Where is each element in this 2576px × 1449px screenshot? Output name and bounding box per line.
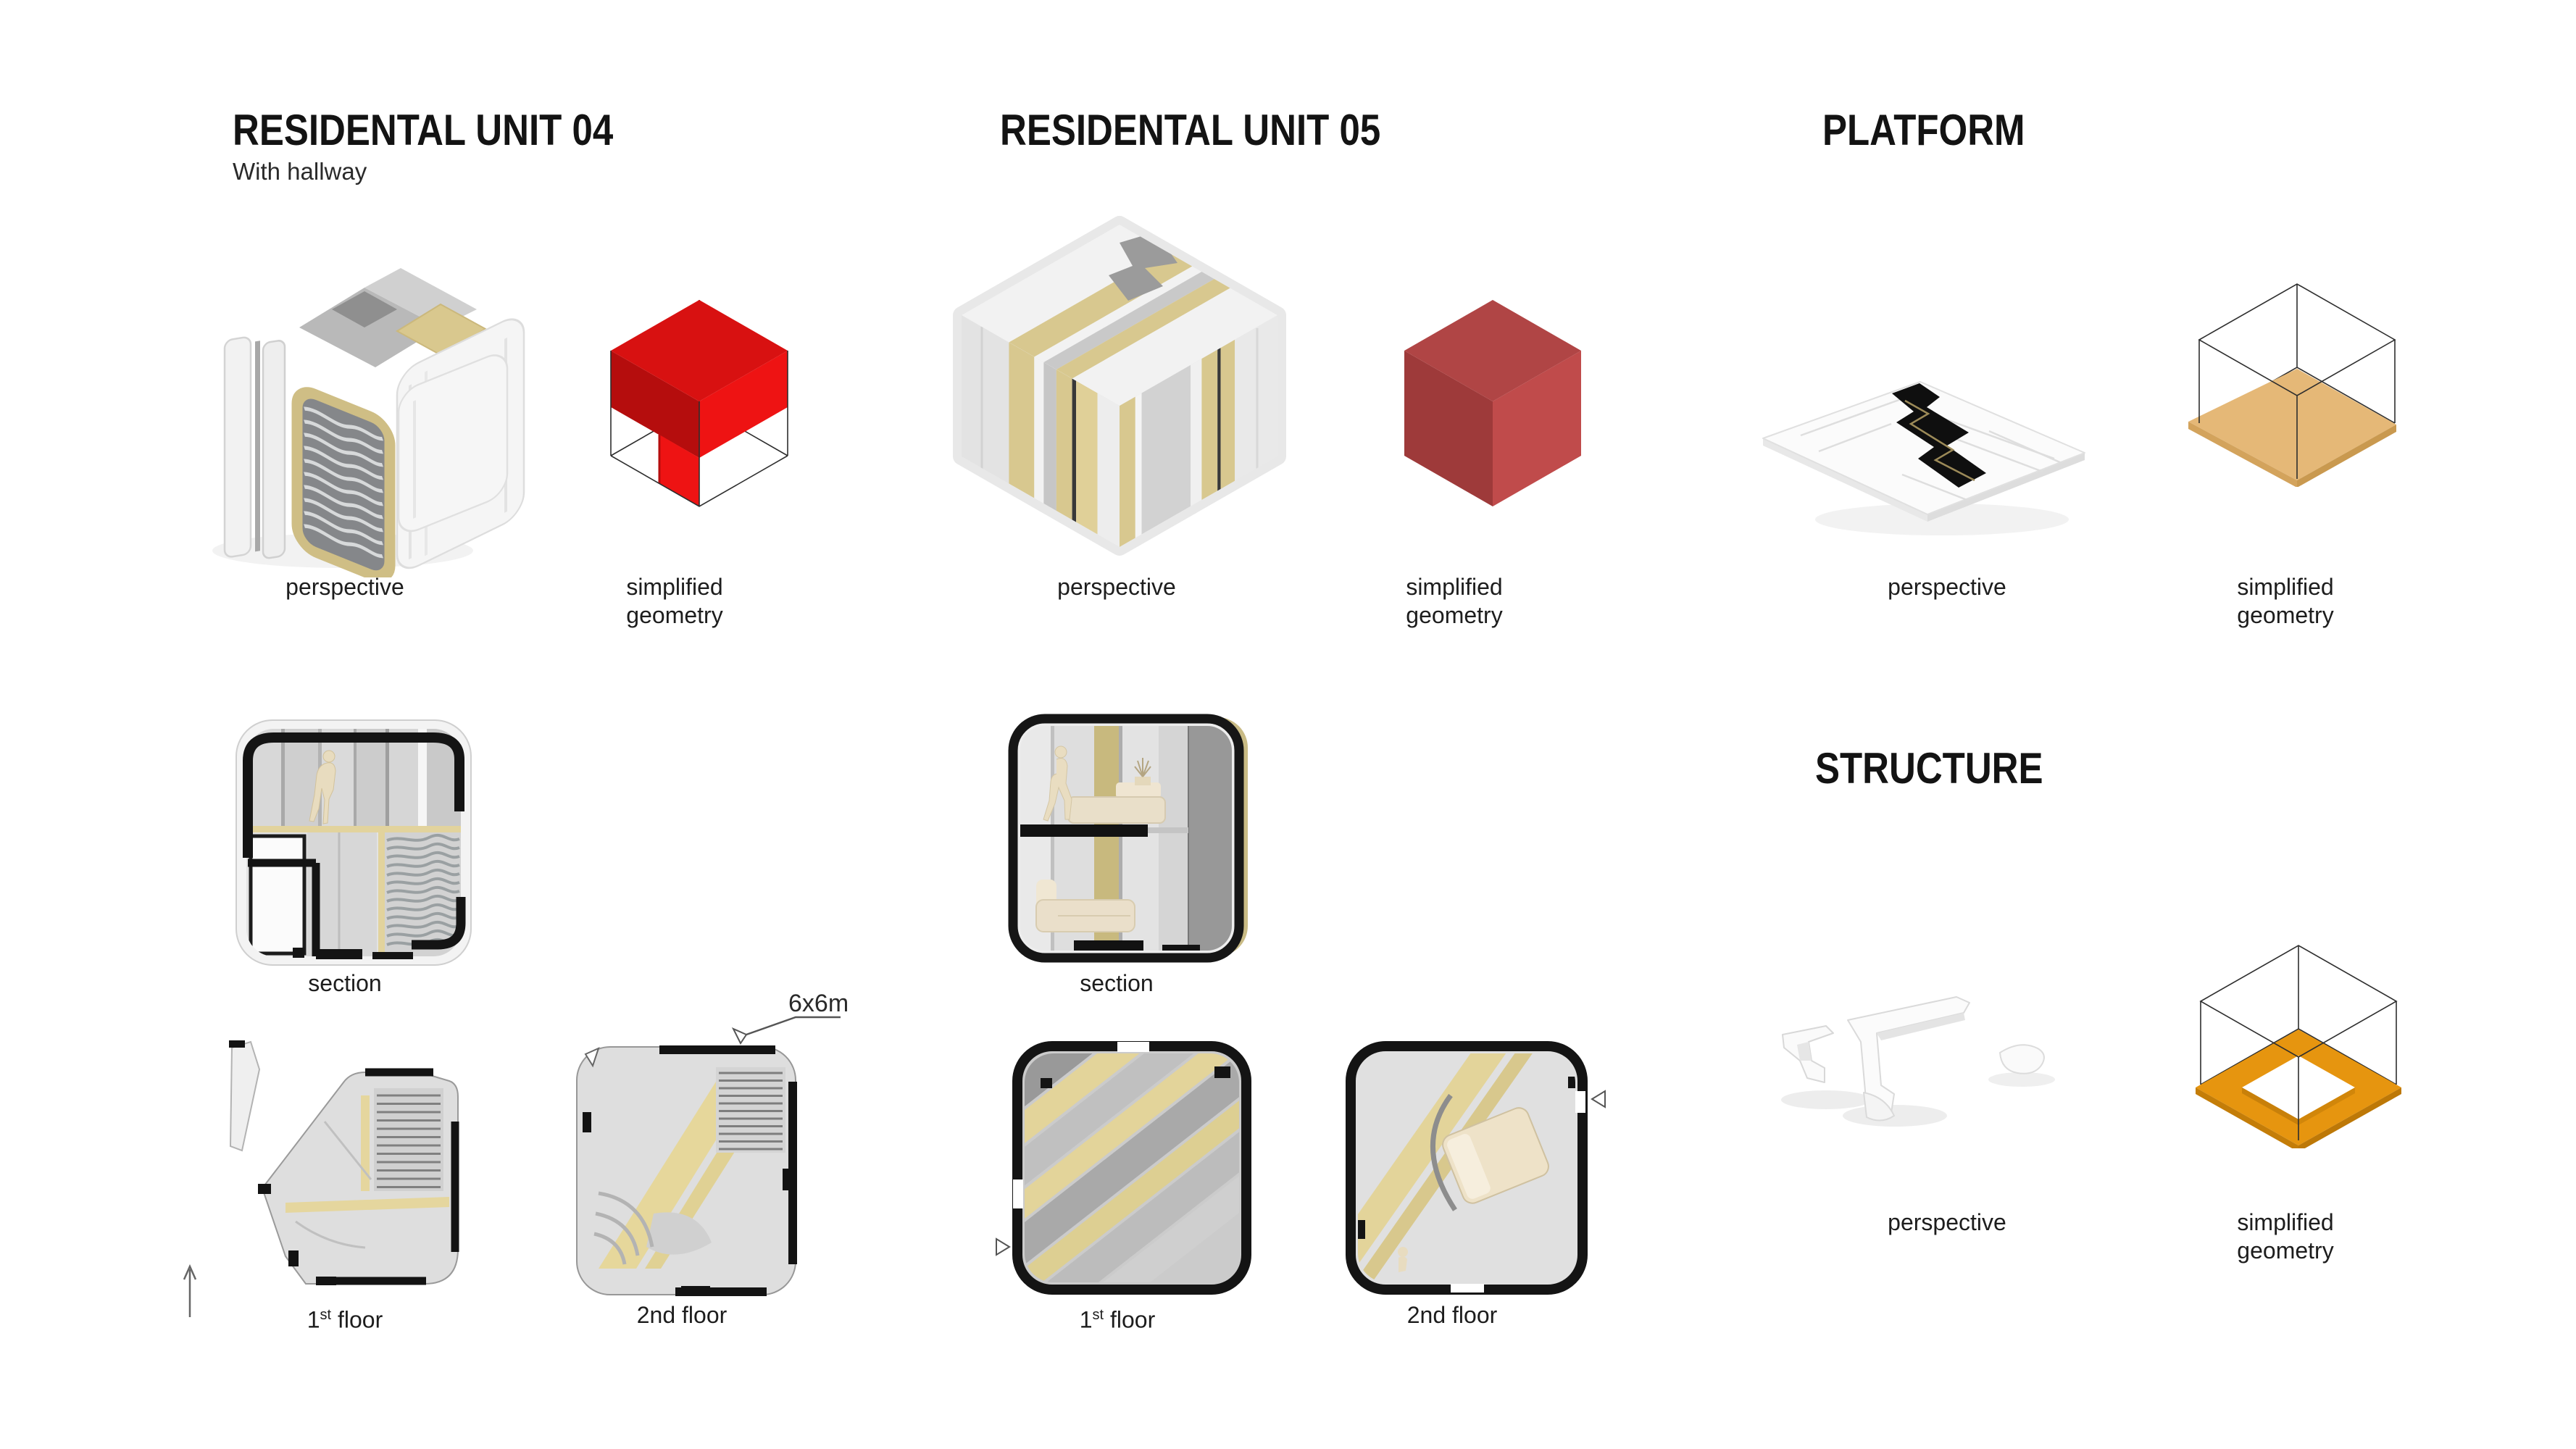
unit05-simplified-geometry	[1395, 291, 1591, 519]
platform-simplified-label: simplified geometry	[2237, 574, 2334, 628]
gold-ring-inner-wall-right	[2298, 1087, 2355, 1125]
cube-top-face	[1404, 300, 1581, 401]
unit04-top-panels	[299, 268, 487, 367]
bed	[1442, 1107, 1549, 1204]
gold-ring-inner-wall-left	[2242, 1087, 2298, 1125]
unit04-floor1-label: 1st floor	[307, 1306, 383, 1333]
wireframe-front-edges	[2199, 945, 2398, 1140]
unit05-section-drawing	[1007, 710, 1257, 964]
diagonal-stripes	[1025, 1053, 1239, 1282]
unit04-dimension-annotation: 6x6m	[788, 990, 849, 1017]
fragment-left	[1782, 1025, 1834, 1083]
stairs	[377, 1094, 441, 1188]
structure-title: STRUCTURE	[1815, 744, 2043, 793]
platform-perspective-render	[1750, 366, 2105, 547]
red-slab-right-face	[699, 351, 788, 458]
unit05-cut-marker-right	[1588, 1088, 1607, 1110]
red-slab-top-face	[611, 300, 788, 401]
unit05-perspective-render	[938, 199, 1301, 576]
unit04-subtitle: With hallway	[233, 158, 367, 185]
structure-perspective-label: perspective	[1888, 1209, 2006, 1235]
unit04-perspective-label: perspective	[285, 574, 404, 600]
red-column	[659, 435, 699, 506]
red-slab-left-face	[611, 351, 699, 458]
fragment-beam	[1847, 996, 1970, 1122]
unit04-title: RESIDENTAL UNIT 04	[233, 106, 614, 154]
platform-perspective-label: perspective	[1888, 574, 2006, 600]
unit05-title: RESIDENTAL UNIT 05	[1000, 106, 1381, 154]
terrace-curves	[593, 1191, 654, 1265]
section-cut-triangle	[584, 1047, 600, 1068]
tan-slab-edge-right	[2297, 425, 2396, 487]
small-figure	[1398, 1247, 1408, 1272]
human-figure	[1043, 746, 1072, 822]
human-figure	[309, 750, 336, 824]
platform-title: PLATFORM	[1822, 106, 2025, 154]
gold-ring-edge-left	[2196, 1087, 2298, 1148]
left-face-stripes	[962, 315, 1120, 547]
stairs	[719, 1072, 783, 1151]
unit04-front-opening	[291, 387, 396, 577]
unit05-floor2-label: 2nd floor	[1406, 1302, 1498, 1328]
platform-simplified-geometry	[2188, 277, 2413, 487]
cube-right-face	[1493, 351, 1581, 506]
tan-slab-top	[2188, 369, 2396, 480]
unit04-left-wing	[223, 336, 286, 559]
counter-and-plant	[1067, 758, 1166, 824]
unit05-floor2-plan	[1342, 1037, 1592, 1298]
wireframe-front-edges	[610, 351, 788, 507]
tan-slab-edge-left	[2188, 422, 2297, 487]
unit04-floor2-plan	[567, 1025, 806, 1304]
unit05-floor1-plan	[1009, 1037, 1255, 1298]
unit05-perspective-label: perspective	[1057, 574, 1176, 600]
panel-seams	[1800, 393, 2062, 502]
unit04-simplified-label: simplified geometry	[626, 574, 723, 628]
tan-bands	[1358, 1053, 1538, 1282]
unit04-front-right-panel	[397, 354, 509, 533]
wireframe-front-edges	[2198, 283, 2396, 479]
cube-left-face	[1404, 351, 1493, 506]
couch	[1035, 880, 1135, 932]
gold-ring-edge-right	[2298, 1087, 2401, 1148]
structure-simplified-geometry	[2190, 938, 2414, 1148]
unit04-section-label: section	[308, 970, 382, 996]
unit04-section-drawing	[230, 716, 477, 969]
unit04-cut-marker	[178, 1261, 207, 1322]
unit04-perspective-render	[180, 212, 542, 577]
structure-perspective-render	[1739, 991, 2101, 1165]
top-face-stripes	[962, 225, 1277, 406]
black-zigzag-band	[1892, 383, 1986, 488]
fragment-blob	[1998, 1044, 2045, 1074]
unit05-simplified-label: simplified geometry	[1406, 574, 1503, 628]
unit05-cut-marker-left	[994, 1236, 1013, 1258]
unit05-section-label: section	[1080, 970, 1154, 996]
structure-simplified-label: simplified geometry	[2237, 1209, 2334, 1264]
unit04-dimension-leader	[725, 1009, 870, 1052]
unit04-simplified-geometry	[601, 291, 797, 519]
unit05-floor1-label: 1st floor	[1079, 1306, 1156, 1333]
right-face-stripes	[1120, 315, 1277, 547]
unit04-floor1-plan	[216, 1035, 470, 1306]
unit04-floor2-label: 2nd floor	[636, 1302, 728, 1328]
wireframe-back-edges	[2200, 945, 2397, 1085]
